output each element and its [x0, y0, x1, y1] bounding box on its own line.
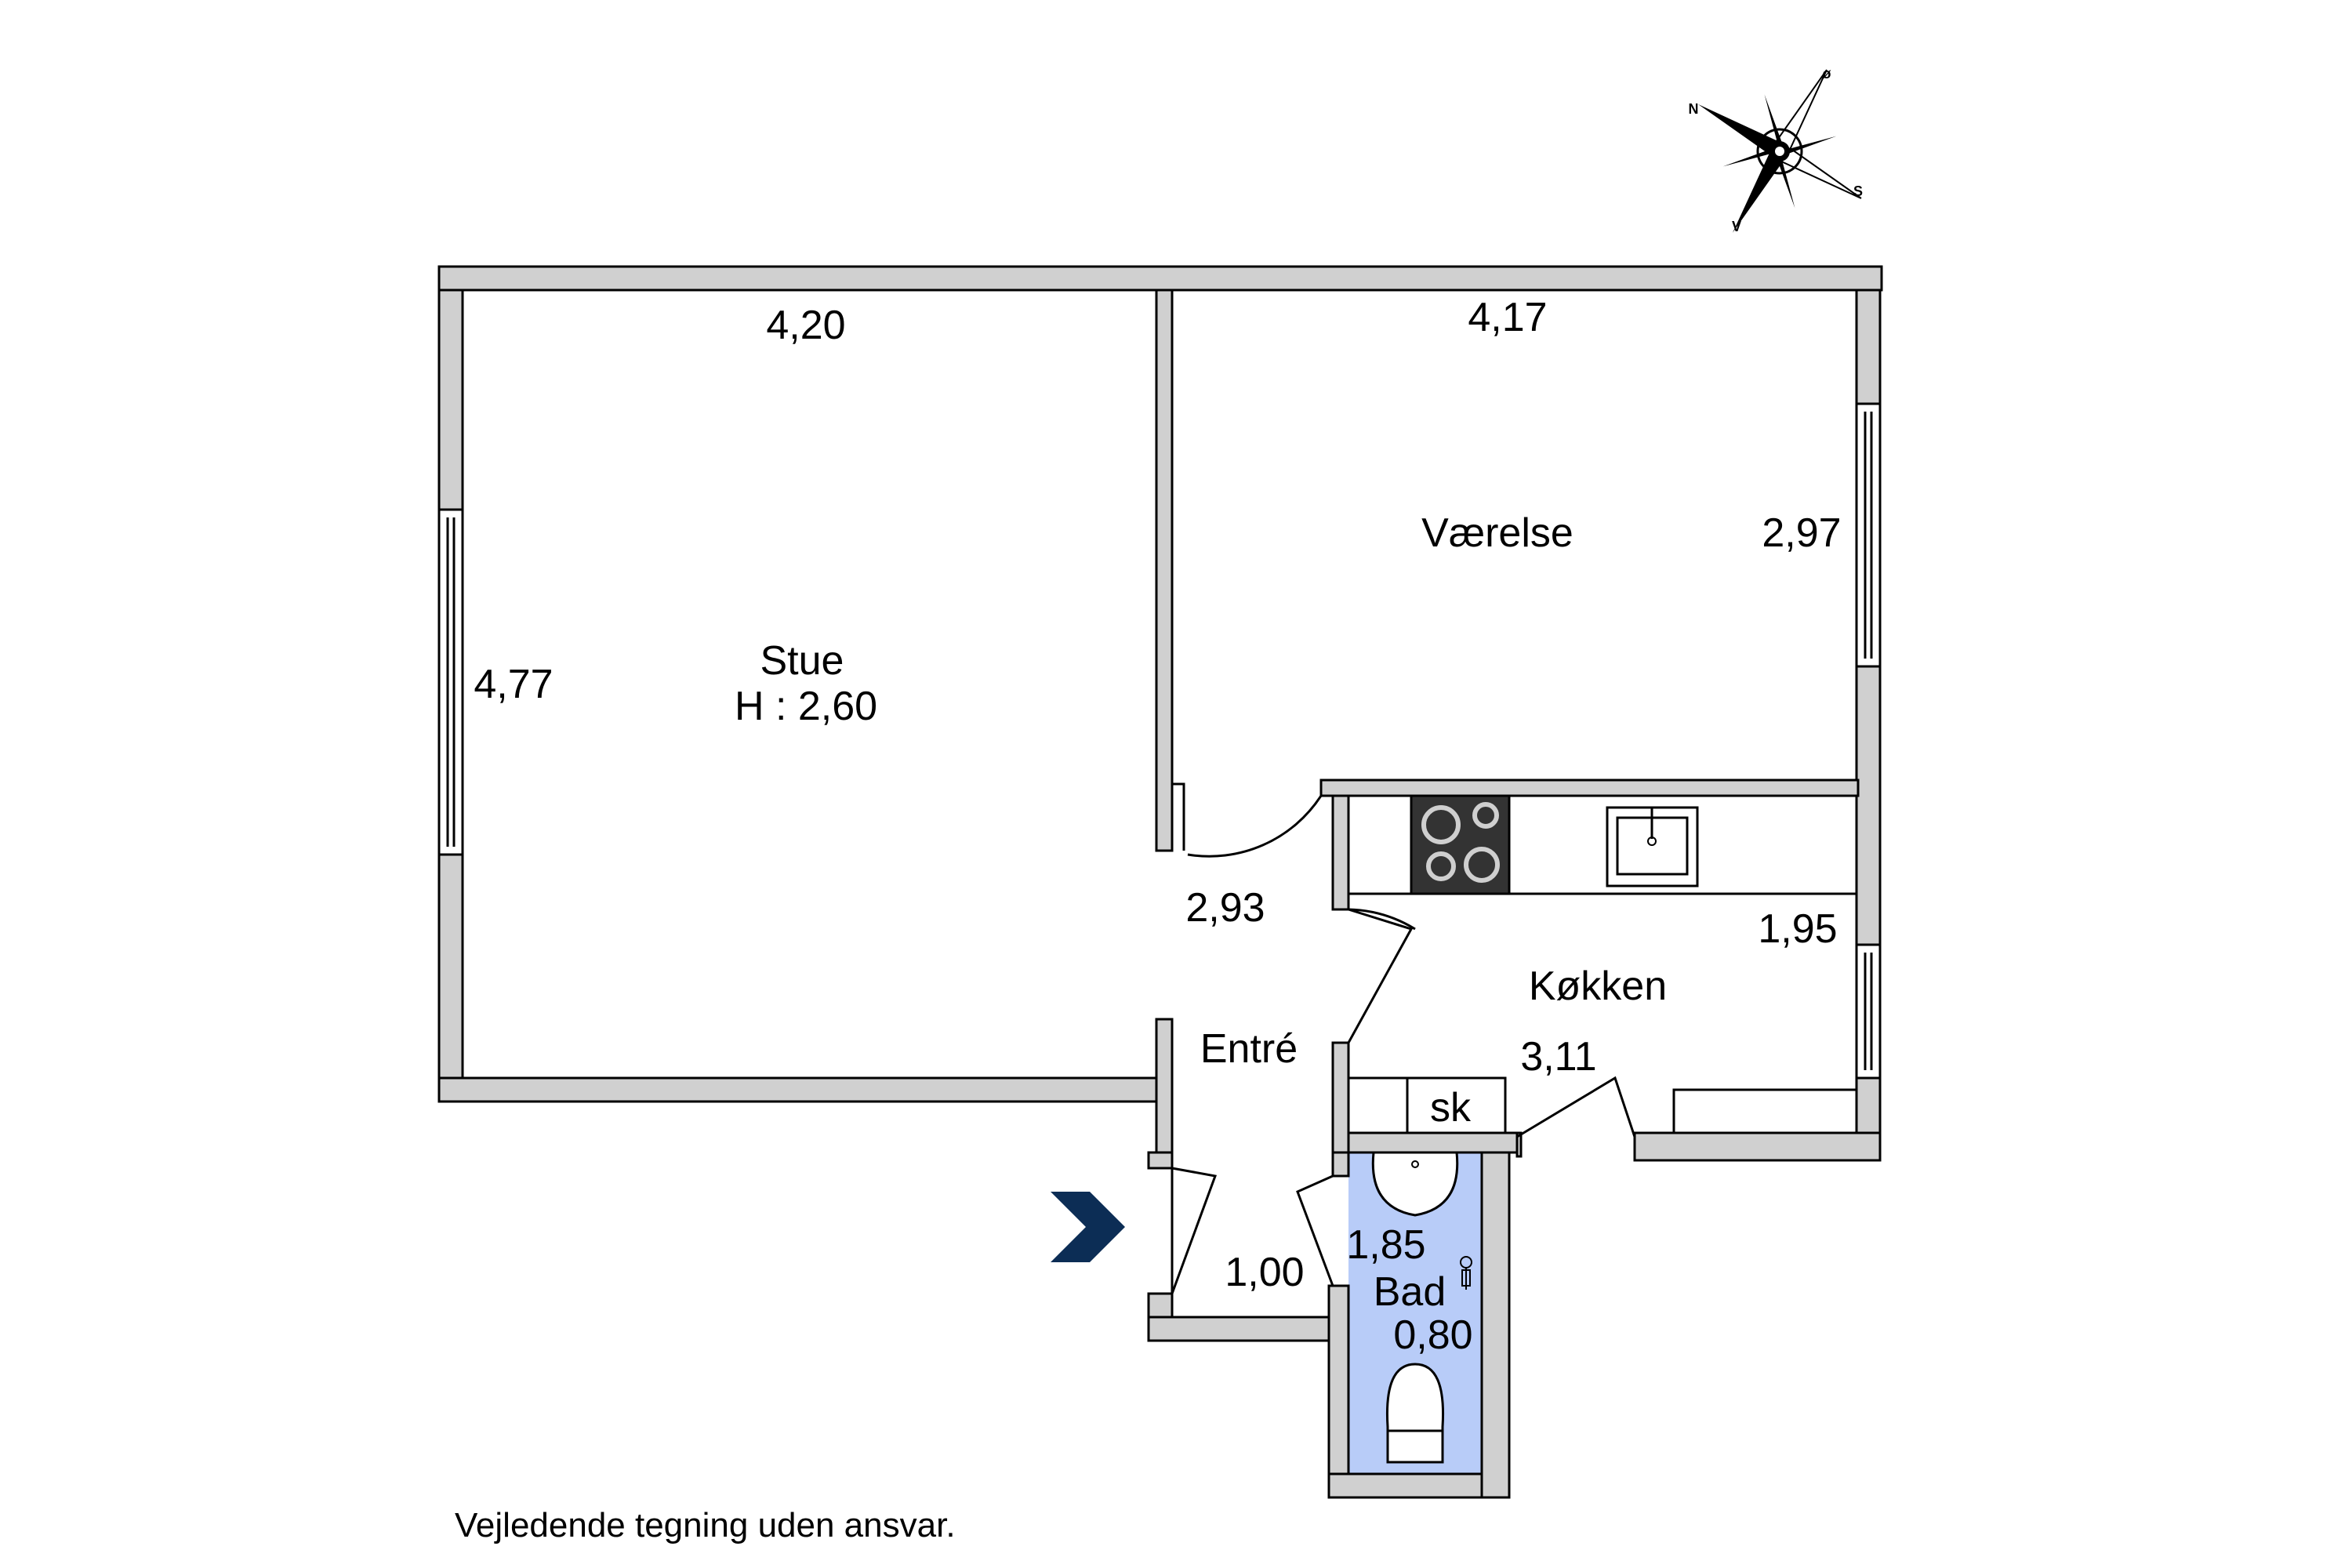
washbasin-icon — [1371, 1151, 1459, 1217]
kitchen-counter — [1347, 794, 1858, 1134]
bathroom-fixtures — [1371, 1151, 1472, 1464]
compass-west-label: V — [1732, 219, 1741, 234]
koekken-depth: 1,95 — [1758, 906, 1837, 952]
vaerelse-depth: 2,97 — [1762, 510, 1841, 556]
shower-icon — [1460, 1256, 1472, 1290]
walls — [437, 265, 1883, 1499]
entre-dim-a: 2,93 — [1185, 885, 1265, 931]
compass-east-label: ø — [1823, 66, 1831, 82]
entre-name: Entré — [1200, 1026, 1298, 1072]
stue-depth: 4,77 — [474, 662, 553, 707]
stue-name: Stue — [760, 638, 844, 684]
stue-width: 4,20 — [766, 303, 845, 348]
stue-height: H : 2,60 — [735, 684, 877, 729]
sink-icon — [1606, 806, 1699, 887]
windows — [437, 402, 1882, 1080]
doors — [1149, 782, 1636, 1294]
koekken-name: Køkken — [1529, 964, 1667, 1009]
compass-south-label: S — [1853, 183, 1863, 199]
bad-name: Bad — [1374, 1269, 1446, 1315]
entre-dim-b: 1,00 — [1225, 1250, 1304, 1295]
bad-length: 1,85 — [1346, 1222, 1425, 1268]
bad-width: 0,80 — [1393, 1312, 1472, 1358]
entrance-arrow-icon — [1051, 1192, 1125, 1262]
koekken-width: 3,11 — [1520, 1034, 1596, 1080]
vaerelse-width: 4,17 — [1468, 295, 1547, 340]
compass-north-label: N — [1689, 101, 1699, 117]
vaerelse-name: Værelse — [1421, 510, 1573, 556]
compass-icon — [1698, 69, 1862, 233]
closet-label: sk — [1430, 1085, 1472, 1131]
disclaimer: Vejledende tegning uden ansvar. — [455, 1506, 956, 1544]
